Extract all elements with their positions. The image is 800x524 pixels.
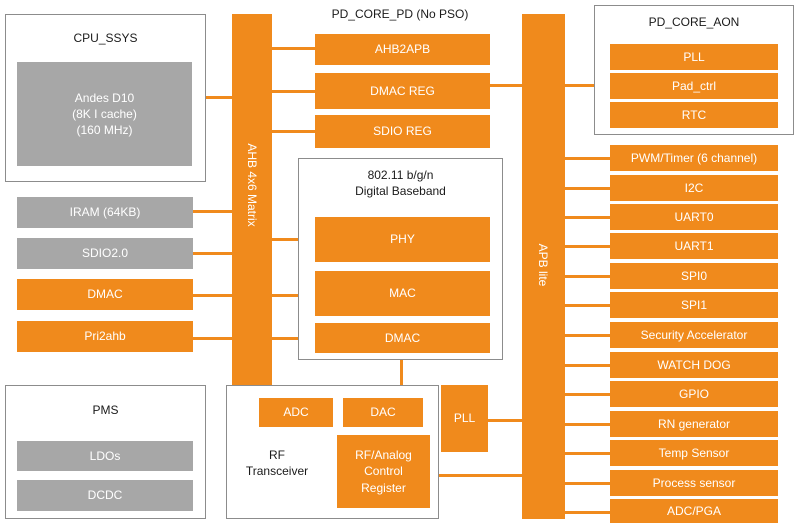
dac-block: DAC: [343, 398, 423, 427]
rn-generator-block: RN generator: [610, 411, 778, 437]
adc-pga-block: ADC/PGA: [610, 499, 778, 523]
connector: [565, 334, 610, 337]
security-accelerator-block: Security Accelerator: [610, 322, 778, 348]
connector: [565, 482, 610, 485]
connector: [271, 130, 316, 133]
adc-block: ADC: [259, 398, 333, 427]
pll-block: PLL: [441, 385, 488, 452]
connector: [565, 275, 610, 278]
pwm-timer-block: PWM/Timer (6 channel): [610, 145, 778, 171]
sdio2-block: SDIO2.0: [17, 238, 193, 269]
aon-pll-block: PLL: [610, 44, 778, 70]
ldos-block: LDOs: [17, 441, 193, 471]
connector: [565, 245, 610, 248]
connector: [271, 238, 316, 241]
connector: [271, 337, 316, 340]
cpu-ssys-title: CPU_SSYS: [73, 31, 138, 45]
ahb2apb-block: AHB2APB: [315, 34, 490, 65]
gpio-block: GPIO: [610, 381, 778, 407]
uart0-block: UART0: [610, 204, 778, 230]
aon-title: PD_CORE_AON: [648, 15, 740, 29]
connector: [565, 452, 610, 455]
connector: [565, 84, 610, 87]
process-sensor-block: Process sensor: [610, 470, 778, 496]
sdio-reg-block: SDIO REG: [315, 115, 490, 148]
i2c-block: I2C: [610, 175, 778, 201]
pri2ahb-block: Pri2ahb: [17, 321, 193, 352]
connector: [565, 216, 610, 219]
watch-dog-block: WATCH DOG: [610, 352, 778, 378]
connector: [193, 337, 233, 340]
pms-title: PMS: [92, 403, 119, 417]
connector: [565, 364, 610, 367]
connector: [565, 393, 610, 396]
phy-block: PHY: [315, 217, 490, 262]
connector: [488, 419, 522, 422]
uart1-block: UART1: [610, 233, 778, 259]
connector: [565, 157, 610, 160]
connector: [565, 304, 610, 307]
connector: [565, 423, 610, 426]
apb-lite-bus: [522, 14, 565, 519]
connector: [193, 210, 233, 213]
connector: [430, 474, 522, 477]
connector: [193, 294, 233, 297]
rf-analog-control-register: RF/Analog Control Register: [337, 435, 430, 508]
rf-transceiver-title: RF Transceiver: [245, 448, 309, 479]
connector: [400, 360, 403, 385]
pad-ctrl-block: Pad_ctrl: [610, 73, 778, 99]
connector: [193, 96, 233, 99]
connector: [271, 294, 316, 297]
rtc-block: RTC: [610, 102, 778, 128]
connector: [565, 511, 610, 514]
temp-sensor-block: Temp Sensor: [610, 440, 778, 466]
connector: [271, 47, 316, 50]
dmac-reg-block: DMAC REG: [315, 73, 490, 109]
apb-lite-label: APB lite: [536, 243, 550, 287]
spi1-block: SPI1: [610, 292, 778, 318]
baseband-title: 802.11 b/g/n Digital Baseband: [355, 168, 446, 199]
iram-block: IRAM (64KB): [17, 197, 193, 228]
connector: [490, 84, 522, 87]
connector: [565, 187, 610, 190]
connector: [193, 252, 233, 255]
dcdc-block: DCDC: [17, 480, 193, 511]
dmac-left-block: DMAC: [17, 279, 193, 310]
dmac-baseband-block: DMAC: [315, 323, 490, 353]
spi0-block: SPI0: [610, 263, 778, 289]
connector: [271, 90, 316, 93]
pd-core-pd-title: PD_CORE_PD (No PSO): [331, 7, 469, 21]
mac-block: MAC: [315, 271, 490, 316]
andes-d10-core: Andes D10 (8K I cache) (160 MHz): [17, 62, 192, 166]
ahb-matrix-label: AHB 4x6 Matrix: [245, 143, 259, 227]
